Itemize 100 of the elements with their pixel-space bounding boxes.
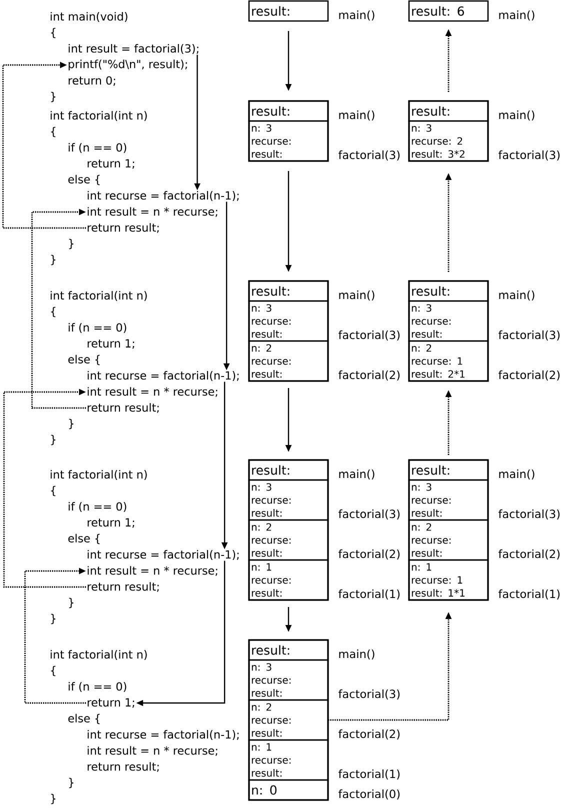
stack-cell: n: 3 recurse: result: — [248, 659, 329, 701]
code-line: int recurse = factorial(n-1); — [88, 191, 239, 201]
function-label: factorial(2) — [498, 370, 560, 380]
call-stack — [248, 639, 329, 801]
code-line: { — [51, 486, 56, 496]
code-line: int factorial(int n) — [50, 650, 147, 660]
call-stack — [248, 280, 329, 382]
function-label: main() — [499, 469, 534, 480]
stack-cell: n: 0 — [248, 779, 329, 801]
code-line: if (n == 0) — [68, 682, 126, 692]
code-line: int result = n * recurse; — [88, 746, 218, 756]
code-line: int result = n * recurse; — [88, 566, 218, 576]
function-label: main() — [339, 110, 374, 120]
stack-cell: n: 1 recurse: result: — [248, 739, 329, 781]
function-label: factorial(2) — [338, 549, 400, 560]
code-line: int factorial(int n) — [50, 291, 147, 301]
function-label: factorial(3) — [338, 150, 400, 160]
stack-cell: n: 2 recurse: result: — [248, 699, 329, 741]
code-line: return result; — [88, 762, 159, 772]
function-label: factorial(3) — [338, 689, 400, 700]
code-line: int factorial(int n) — [50, 470, 147, 480]
arrow — [24, 568, 86, 704]
code-line: } — [51, 794, 56, 804]
code-line: else { — [68, 534, 100, 544]
function-label: factorial(1) — [498, 589, 560, 600]
stack-cell: n: 3 recurse: result: — [408, 479, 489, 521]
function-label: main() — [499, 290, 534, 300]
stack-cell: result: — [248, 639, 329, 661]
code-line: int recurse = factorial(n-1); — [88, 730, 239, 740]
code-line: return 1; — [88, 159, 134, 169]
code-line: } — [69, 418, 74, 430]
code-line: } — [69, 598, 74, 608]
code-line: printf("%d\n", result); — [68, 60, 187, 70]
arrow — [3, 388, 86, 588]
code-line: } — [51, 434, 56, 446]
stack-cell: n: 3 recurse: result: — [248, 300, 329, 342]
stack-cell: result: — [408, 100, 489, 122]
code-line: return 1; — [88, 698, 134, 708]
code-line: return 1; — [88, 339, 134, 349]
stack-cell: n: 2 recurse: result: — [408, 519, 489, 561]
call-stack — [248, 459, 329, 601]
arrow — [2, 62, 86, 229]
code-line: return 0; — [68, 76, 116, 86]
stack-cell: n: 1 recurse: 1 result: 1*1 — [408, 559, 489, 601]
code-line: return result; — [88, 223, 159, 233]
stack-cell: n: 2 recurse: result: — [248, 340, 329, 382]
code-line: int main(void) — [50, 12, 128, 22]
call-stack — [408, 459, 489, 601]
stack-cell: result: 6 — [408, 0, 489, 22]
stack-cell: result: — [248, 459, 329, 481]
function-label: factorial(2) — [338, 729, 400, 740]
function-label: main() — [499, 110, 534, 120]
code-line: { — [51, 28, 56, 38]
function-label: factorial(3) — [498, 330, 560, 340]
function-label: main() — [339, 649, 374, 660]
stack-cell: n: 3 recurse: 2 result: 3*2 — [408, 120, 489, 162]
code-line: int result = factorial(3); — [68, 44, 198, 54]
stack-cell: result: — [408, 459, 489, 481]
code-line: int result = n * recurse; — [88, 387, 218, 397]
function-label: factorial(2) — [498, 549, 560, 560]
code-line: else { — [68, 354, 100, 366]
function-label: factorial(3) — [338, 509, 400, 520]
function-label: factorial(2) — [338, 370, 400, 380]
code-line: return result; — [88, 403, 159, 413]
code-line: return result; — [88, 582, 159, 592]
function-label: main() — [339, 290, 374, 300]
code-line: } — [51, 254, 56, 266]
stack-cell: result: — [248, 100, 329, 122]
code-line: int result = n * recurse; — [88, 207, 218, 217]
stack-cell: n: 3 recurse: result: — [248, 479, 329, 521]
function-label: main() — [499, 10, 534, 20]
code-line: } — [69, 778, 74, 788]
call-stack — [408, 280, 489, 382]
code-line: int factorial(int n) — [50, 111, 147, 121]
stack-cell: result: — [248, 280, 329, 302]
stack-cell: n: 3 recurse: result: — [408, 300, 489, 342]
function-label: main() — [339, 469, 374, 480]
code-line: { — [51, 666, 56, 676]
function-label: factorial(3) — [338, 330, 400, 340]
code-line: } — [69, 238, 74, 250]
code-line: { — [51, 126, 56, 138]
stack-cell: n: 3 recurse: result: — [248, 120, 329, 162]
code-line: { — [51, 306, 56, 318]
code-line: return 1; — [88, 518, 134, 528]
function-label: factorial(0) — [338, 789, 400, 800]
function-label: main() — [339, 10, 374, 20]
function-label: factorial(1) — [338, 769, 400, 780]
stack-cell: result: — [408, 280, 489, 302]
code-line: } — [51, 92, 56, 102]
arrow — [31, 208, 86, 409]
code-line: int recurse = factorial(n-1); — [88, 550, 239, 560]
function-label: factorial(3) — [498, 509, 560, 520]
stack-cell: n: 2 recurse: result: — [248, 519, 329, 561]
call-stack — [248, 100, 329, 162]
code-line: if (n == 0) — [68, 143, 126, 153]
function-label: factorial(1) — [338, 589, 400, 600]
call-stack — [408, 100, 489, 162]
code-line: } — [51, 614, 56, 624]
function-label: factorial(3) — [498, 150, 560, 160]
code-line: if (n == 0) — [68, 323, 126, 333]
